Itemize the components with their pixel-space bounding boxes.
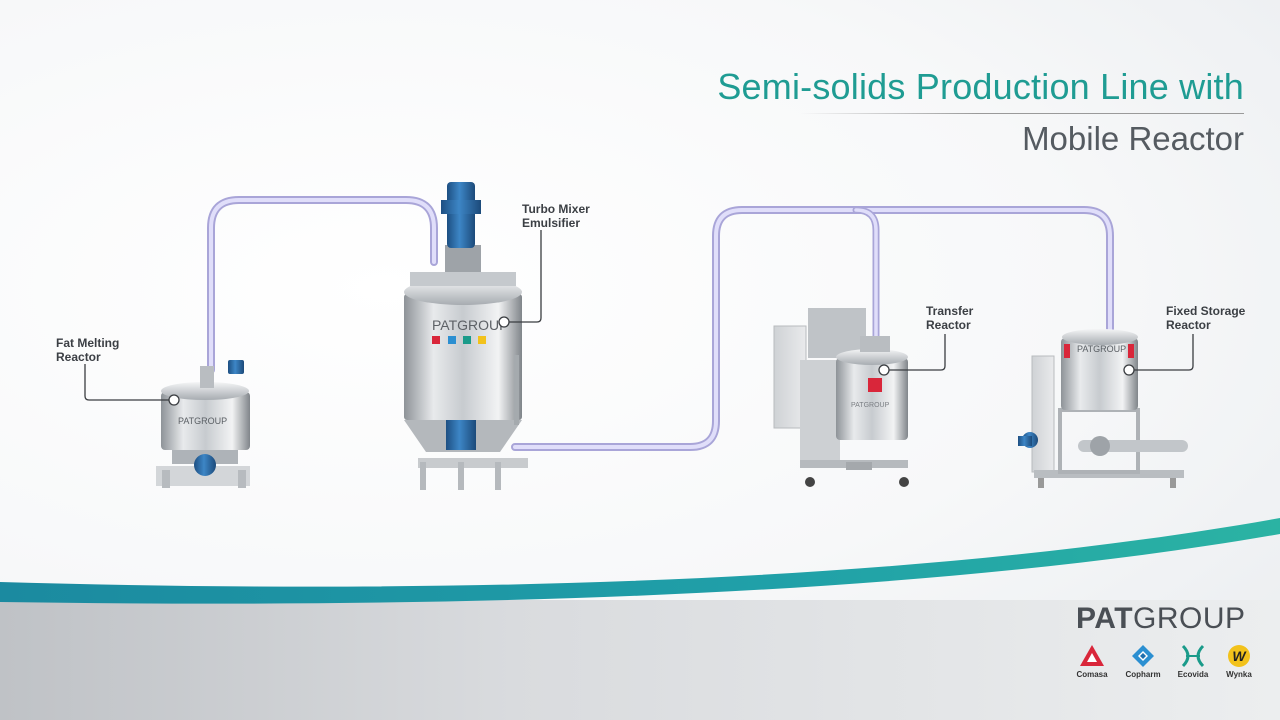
logo-caption: Wynka	[1226, 670, 1252, 679]
svg-text:PATGROUP: PATGROUP	[432, 317, 509, 333]
label-turbo-mixer-emulsifier: Turbo Mixer Emulsifier	[522, 202, 590, 230]
title-divider	[800, 113, 1244, 114]
label-line: Turbo Mixer	[522, 202, 590, 216]
title-line-1: Semi-solids Production Line with	[717, 66, 1244, 107]
wynka-logo-icon: W	[1228, 645, 1250, 667]
label-line: Fat Melting	[56, 336, 120, 350]
patgroup-logo: PATGROUP	[1076, 602, 1246, 636]
label-line: Emulsifier	[522, 216, 581, 230]
brand-group: GROUP	[1133, 602, 1246, 635]
label-line: Reactor	[926, 318, 971, 332]
logo-caption: Copharm	[1125, 670, 1161, 679]
callout-dot-icon	[878, 364, 890, 376]
callout-dot-icon	[498, 316, 510, 328]
label-fixed-storage-reactor: Fixed Storage Reactor	[1166, 304, 1245, 332]
label-line: Reactor	[1166, 318, 1211, 332]
leader-transfer	[886, 334, 946, 371]
svg-text:W: W	[1232, 648, 1247, 664]
svg-text:PATGROUP: PATGROUP	[178, 416, 227, 426]
callout-leaders	[84, 230, 1194, 401]
label-line: Fixed Storage	[1166, 304, 1246, 318]
turbo-mixer-emulsifier: PATGROUP	[404, 182, 528, 490]
leader-fixed-storage	[1130, 334, 1194, 371]
comasa-logo-icon	[1080, 645, 1104, 666]
leader-fat-melting	[84, 364, 172, 401]
transfer-reactor: PATGROUP	[773, 308, 909, 487]
callout-dots	[168, 316, 1135, 406]
leader-turbo-mixer	[505, 230, 542, 323]
callout-dot-icon	[168, 394, 180, 406]
pipe-network	[207, 196, 1114, 451]
label-transfer-reactor: Transfer Reactor	[926, 304, 973, 332]
ecovida-logo-icon	[1181, 644, 1205, 668]
title-line-2: Mobile Reactor	[1022, 120, 1244, 157]
brand-pat: PAT	[1076, 602, 1134, 635]
copharm-logo-icon	[1132, 645, 1154, 667]
fat-melting-reactor: PATGROUP	[156, 360, 250, 488]
comasa-logo: Comasa	[1067, 644, 1117, 679]
footer-band	[0, 600, 1280, 720]
ecovida-logo: Ecovida	[1168, 644, 1218, 679]
logo-caption: Ecovida	[1177, 670, 1209, 679]
wynka-logo: W Wynka	[1214, 644, 1264, 679]
svg-text:PATGROUP: PATGROUP	[1077, 344, 1126, 354]
label-line: Transfer	[926, 304, 974, 318]
fixed-storage-reactor: PATGROUP	[1018, 329, 1188, 488]
copharm-logo: Copharm	[1118, 644, 1168, 679]
label-fat-melting-reactor: Fat Melting Reactor	[56, 336, 119, 364]
svg-text:PATGROUP: PATGROUP	[851, 402, 890, 409]
label-line: Reactor	[56, 350, 101, 364]
callout-dot-icon	[1123, 364, 1135, 376]
logo-caption: Comasa	[1076, 670, 1108, 679]
